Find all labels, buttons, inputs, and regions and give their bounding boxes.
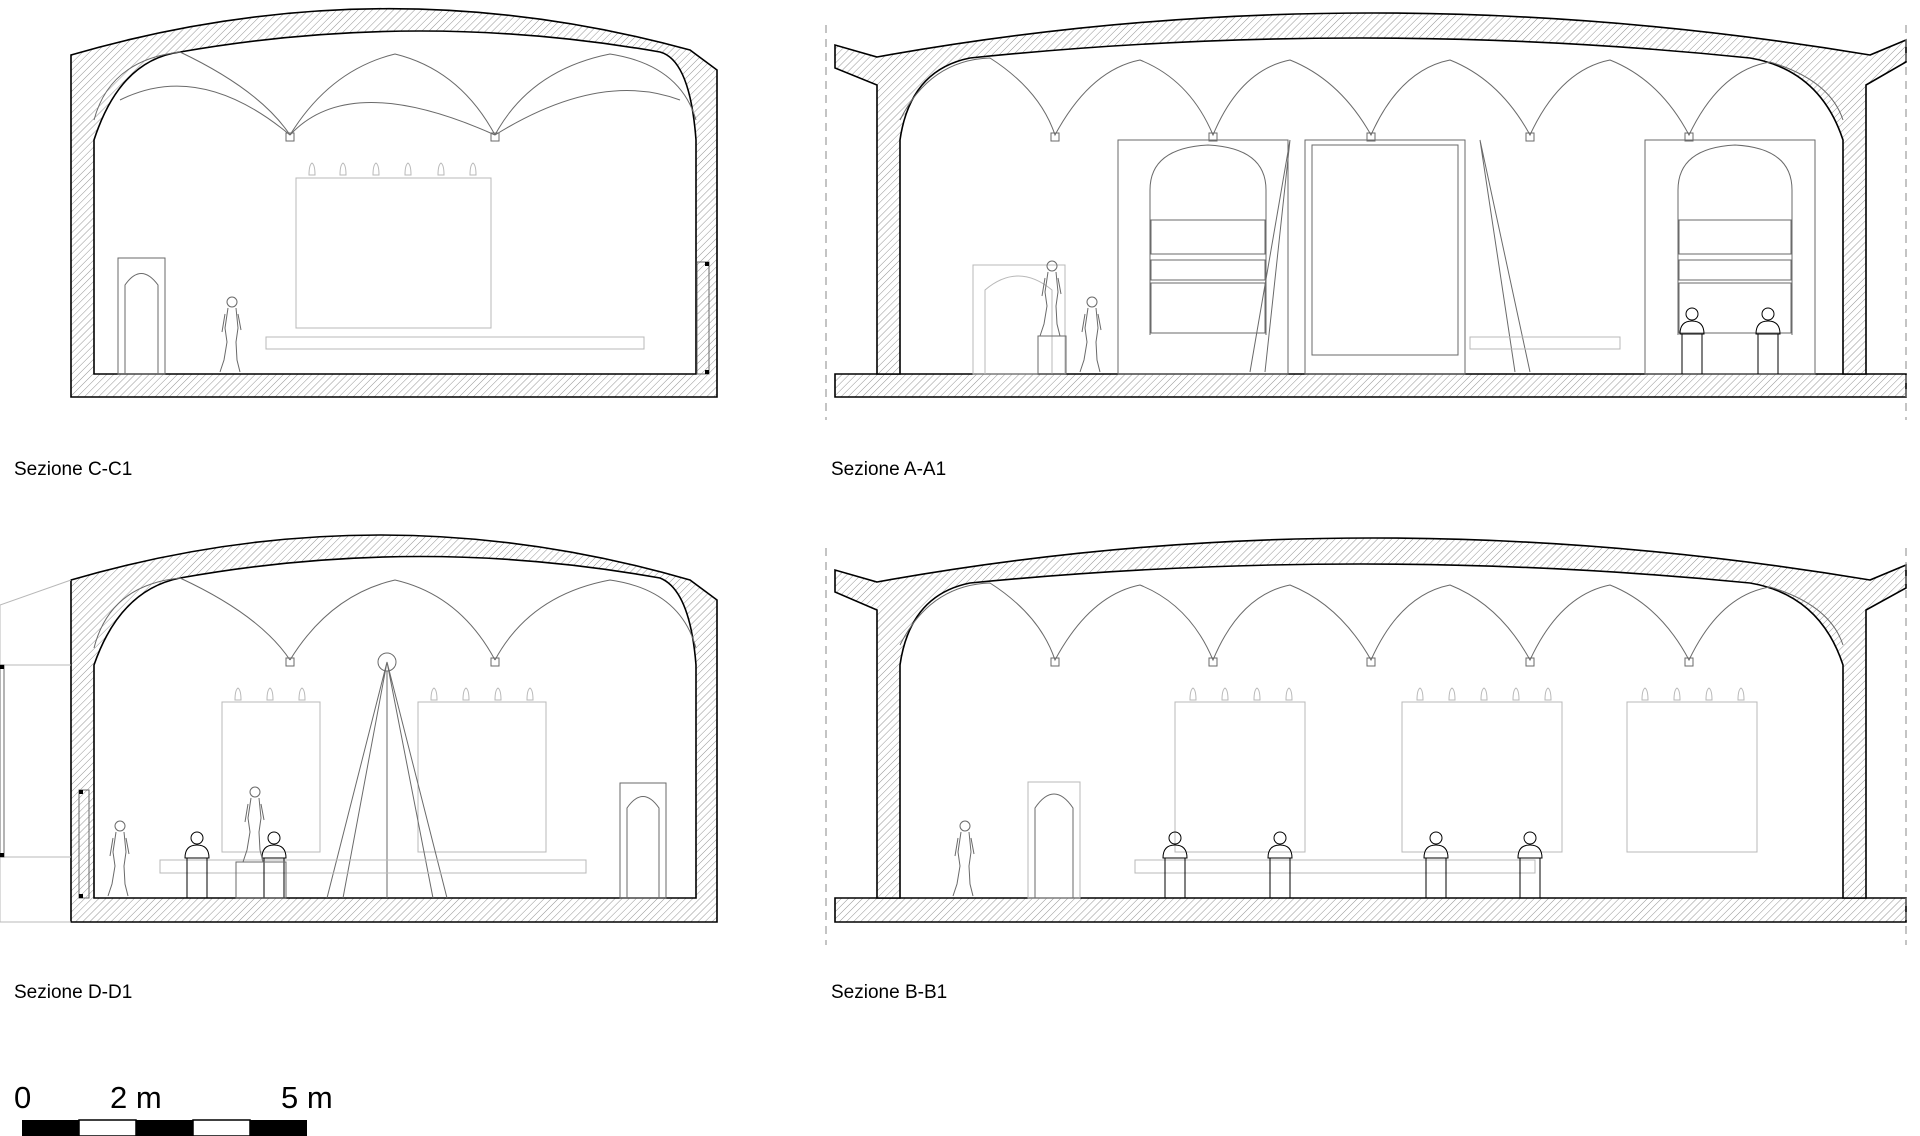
caption-b-b1: Sezione B-B1	[831, 982, 948, 1003]
scale-seg-5	[250, 1120, 307, 1136]
scale-seg-2	[78, 1119, 137, 1136]
section-d-d1-drawing	[0, 534, 718, 923]
section-c-c1-drawing	[70, 7, 718, 398]
scale-bar	[22, 1119, 307, 1136]
scale-seg-3	[136, 1120, 193, 1136]
caption-d-d1: Sezione D-D1	[14, 982, 133, 1003]
scale-seg-4	[192, 1119, 251, 1136]
section-b-b1-drawing	[825, 537, 1907, 945]
scale-seg-1	[22, 1120, 79, 1136]
caption-a-a1: Sezione A-A1	[831, 459, 947, 480]
caption-c-c1: Sezione C-C1	[14, 459, 133, 480]
section-a-a1-drawing	[825, 12, 1907, 420]
scale-label-0: 0	[14, 1080, 32, 1115]
scale-label-5m: 5 m	[281, 1080, 333, 1115]
scale-label-2m: 2 m	[110, 1080, 162, 1115]
